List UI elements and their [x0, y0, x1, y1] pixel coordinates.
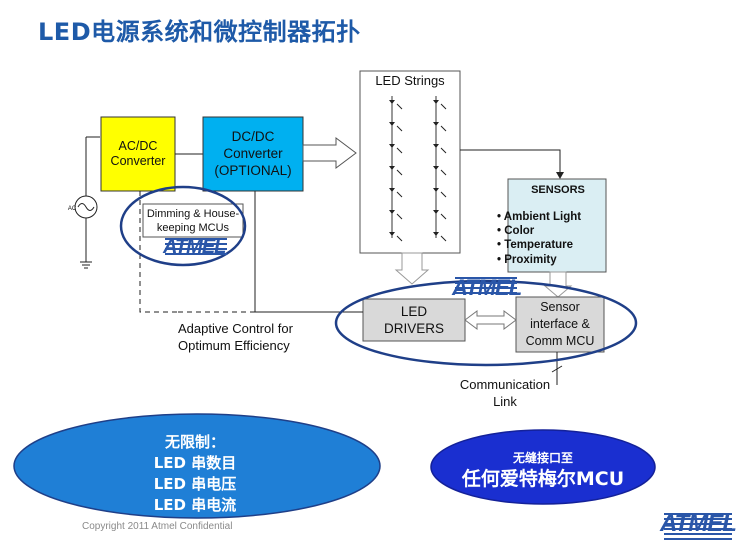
- no-limit-item-count: LED 串数目: [153, 454, 237, 472]
- mcu-interface-line1: 无缝接口至: [512, 451, 573, 465]
- led-diode-icon: [433, 232, 439, 236]
- led-strings-box: [359, 70, 461, 254]
- no-limit-title: 无限制：: [164, 433, 225, 451]
- left-atmel-logo-stripes: [165, 238, 227, 255]
- led-drivers-label: LED DRIVERS: [383, 304, 444, 336]
- communication-link-label: Communication Link: [459, 377, 551, 409]
- bidirectional-arrow: [464, 310, 517, 330]
- led-diode-group: [389, 96, 447, 242]
- led-light-ray-icon: [396, 125, 403, 132]
- no-limit-callout-ellipse: [13, 413, 381, 519]
- sensor-item-color: Color: [497, 225, 534, 237]
- dimming-mcu-label: Dimming & House- keeping MCUs: [146, 208, 240, 234]
- led-light-ray-icon: [396, 235, 403, 242]
- led-light-ray-icon: [396, 213, 403, 220]
- page-title: LED电源系统和微控制器拓扑: [38, 18, 361, 46]
- leds-to-sensors-arrowhead: [556, 172, 564, 179]
- led-diode-icon: [433, 166, 439, 170]
- led-diode-icon: [433, 100, 439, 104]
- led-light-ray-icon: [396, 169, 403, 176]
- sensor-interface-label: Sensor interface & Comm MCU: [525, 300, 595, 348]
- led-diode-icon: [389, 232, 395, 236]
- led-diode-icon: [389, 210, 395, 214]
- drivers-ellipse-outline: [334, 279, 638, 367]
- led-light-ray-icon: [396, 147, 403, 154]
- led-light-ray-icon: [396, 191, 403, 198]
- no-limit-callout-text: 无限制： LED 串数目 LED 串电压 LED 串电流: [100, 432, 290, 516]
- led-diode-icon: [389, 100, 395, 104]
- leds-to-drivers-arrow: [394, 252, 430, 285]
- dcdc-converter-label: DC/DC Converter (OPTIONAL): [214, 129, 292, 178]
- leds-to-sensors-line: [460, 149, 561, 177]
- dimming-control-dashed-line: [139, 191, 178, 313]
- mcu-interface-callout-text: 无缝接口至 任何爱特梅尔MCU: [432, 450, 654, 492]
- led-light-ray-icon: [440, 125, 447, 132]
- sensor-item-temperature: Temperature: [497, 239, 573, 251]
- atmel-logo-left: ATMEL: [163, 236, 226, 258]
- led-light-ray-icon: [440, 169, 447, 176]
- led-strings-label: LED Strings: [375, 73, 445, 88]
- dimming-ellipse-outline: [119, 185, 247, 267]
- comm-link-slash: [551, 365, 563, 373]
- sensor-interface-box: [515, 296, 605, 353]
- led-light-ray-icon: [440, 103, 447, 110]
- mcu-interface-callout-ellipse: [430, 429, 656, 505]
- led-diode-icon: [389, 188, 395, 192]
- led-diode-icon: [433, 188, 439, 192]
- power-flow-arrow: [302, 137, 357, 169]
- footer-atmel-logo-stripes: [664, 513, 732, 540]
- ac-source-label: AC: [67, 206, 77, 212]
- led-diode-icon: [433, 210, 439, 214]
- mcu-interface-line2: 任何爱特梅尔MCU: [461, 468, 625, 490]
- led-light-ray-icon: [440, 213, 447, 220]
- dimming-mcu-box: [142, 203, 244, 238]
- acdc-converter-label: AC/DC Converter: [110, 139, 166, 168]
- led-drivers-box: [362, 298, 466, 342]
- feedback-line: [254, 191, 363, 313]
- sine-wave-icon: [77, 203, 95, 211]
- no-limit-item-current: LED 串电流: [153, 496, 237, 514]
- led-diode-icon: [389, 144, 395, 148]
- atmel-logo-middle: ATMEL: [452, 275, 522, 300]
- led-diode-icon: [389, 122, 395, 126]
- led-diode-icon: [389, 166, 395, 170]
- no-limit-item-voltage: LED 串电压: [153, 475, 237, 493]
- copyright-footer: Copyright 2011 Atmel Confidential: [82, 521, 233, 532]
- mid-atmel-logo-stripes: [455, 277, 517, 294]
- sensor-item-proximity: Proximity: [497, 254, 556, 266]
- sensor-item-ambient-light: Ambient Light: [497, 211, 581, 223]
- led-light-ray-icon: [440, 235, 447, 242]
- atmel-logo-footer: ATMEL: [660, 510, 737, 537]
- acdc-converter-box: [100, 116, 176, 192]
- led-diode-icon: [433, 122, 439, 126]
- led-diode-icon: [433, 144, 439, 148]
- sensors-title: SENSORS: [531, 184, 585, 196]
- led-light-ray-icon: [440, 147, 447, 154]
- led-light-ray-icon: [440, 191, 447, 198]
- led-light-ray-icon: [396, 103, 403, 110]
- adaptive-control-label: Adaptive Control for Optimum Efficiency: [178, 321, 293, 353]
